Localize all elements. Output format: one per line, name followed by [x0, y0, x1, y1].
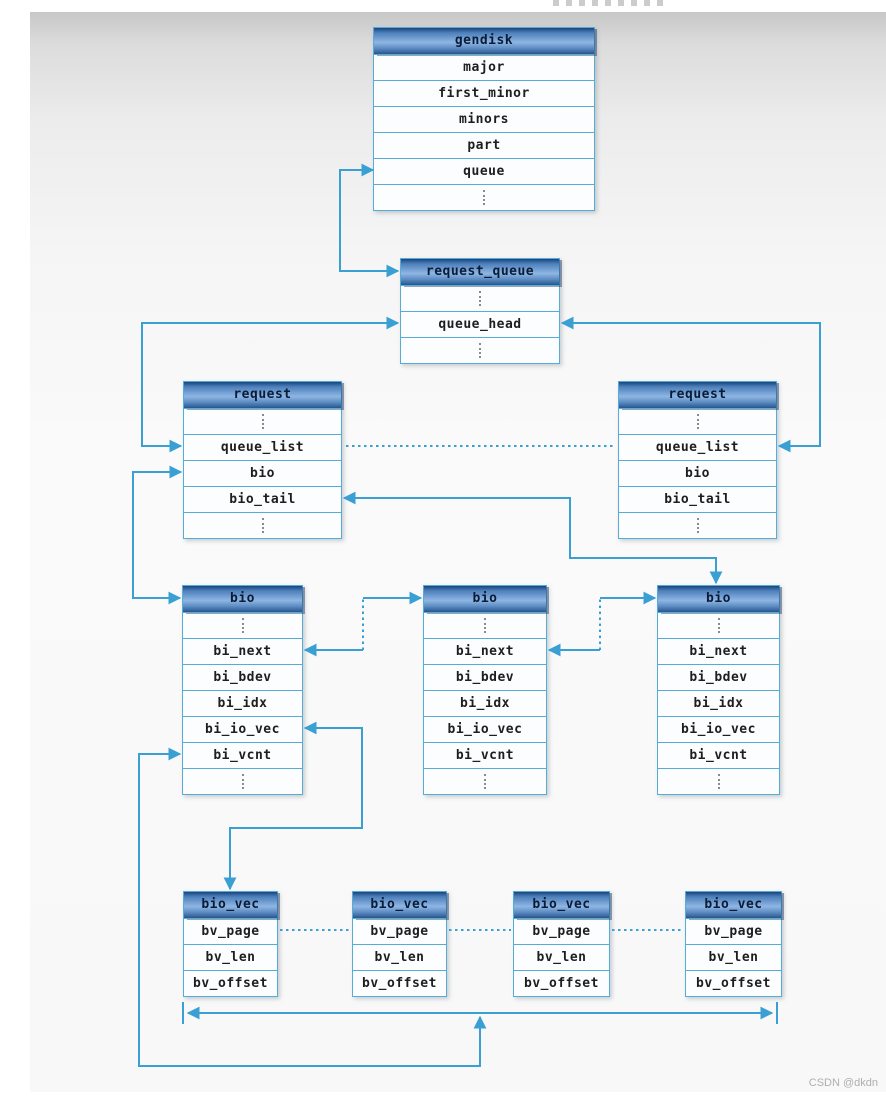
struct-table-bio-vec-3: bio_vec bv_page bv_len bv_offset [513, 891, 610, 997]
field-bi-io-vec: bi_io_vec [424, 716, 546, 742]
ellipsis-row [183, 613, 302, 638]
vertical-ellipsis [479, 291, 481, 306]
vertical-ellipsis [261, 414, 264, 429]
field-bi-vcnt: bi_vcnt [183, 742, 302, 768]
vertical-ellipsis [261, 518, 264, 533]
struct-table-bio-vec-4: bio_vec bv_page bv_len bv_offset [685, 891, 782, 997]
field-bv-page: bv_page [686, 919, 781, 944]
ellipsis-row [424, 768, 546, 794]
vertical-ellipsis [484, 618, 486, 633]
field-queue-list: queue_list [184, 434, 341, 460]
field-bi-io-vec: bi_io_vec [658, 716, 779, 742]
ellipsis-row [401, 286, 559, 311]
ellipsis-row [619, 512, 776, 538]
ellipsis-row [183, 768, 302, 794]
vertical-ellipsis [696, 414, 699, 429]
struct-header-bio-vec: bio_vec [184, 892, 277, 919]
vertical-ellipsis [717, 618, 720, 633]
cropped-text-artifact [553, 0, 665, 6]
struct-table-bio-left: bio bi_next bi_bdev bi_idx bi_io_vec bi_… [182, 585, 303, 795]
struct-header-request: request [619, 382, 776, 409]
struct-table-bio-vec-2: bio_vec bv_page bv_len bv_offset [352, 891, 447, 997]
struct-table-request-queue: request_queue queue_head [400, 258, 560, 364]
struct-table-gendisk: gendisk major first_minor minors part qu… [373, 27, 595, 211]
struct-table-bio-vec-1: bio_vec bv_page bv_len bv_offset [183, 891, 278, 997]
field-bi-next: bi_next [183, 638, 302, 664]
ellipsis-row [374, 184, 594, 210]
field-bi-vcnt: bi_vcnt [424, 742, 546, 768]
field-bi-bdev: bi_bdev [183, 664, 302, 690]
struct-table-bio-middle: bio bi_next bi_bdev bi_idx bi_io_vec bi_… [423, 585, 547, 795]
field-minors: minors [374, 106, 594, 132]
ellipsis-row [658, 768, 779, 794]
field-queue-list: queue_list [619, 434, 776, 460]
field-bv-len: bv_len [686, 944, 781, 970]
field-bi-bdev: bi_bdev [424, 664, 546, 690]
ellipsis-row [184, 512, 341, 538]
ellipsis-row [401, 337, 559, 363]
field-major: major [374, 55, 594, 80]
field-bi-idx: bi_idx [658, 690, 779, 716]
vertical-ellipsis [241, 618, 244, 633]
struct-header-bio-vec: bio_vec [353, 892, 446, 919]
field-bi-idx: bi_idx [183, 690, 302, 716]
field-bv-page: bv_page [353, 919, 446, 944]
field-bv-offset: bv_offset [514, 970, 609, 996]
struct-header-request: request [184, 382, 341, 409]
field-bi-next: bi_next [424, 638, 546, 664]
ellipsis-row [619, 409, 776, 434]
struct-header-bio-vec: bio_vec [686, 892, 781, 919]
field-bio-tail: bio_tail [184, 486, 341, 512]
field-bv-len: bv_len [514, 944, 609, 970]
struct-table-request-right: request queue_list bio bio_tail [618, 381, 777, 539]
ellipsis-row [658, 613, 779, 638]
field-bi-bdev: bi_bdev [658, 664, 779, 690]
field-first-minor: first_minor [374, 80, 594, 106]
struct-header-bio: bio [424, 586, 546, 613]
field-queue-head: queue_head [401, 311, 559, 337]
field-bv-offset: bv_offset [686, 970, 781, 996]
field-bio-tail: bio_tail [619, 486, 776, 512]
field-queue: queue [374, 158, 594, 184]
struct-header-bio: bio [658, 586, 779, 613]
field-bi-io-vec: bi_io_vec [183, 716, 302, 742]
struct-header-request-queue: request_queue [401, 259, 559, 286]
vertical-ellipsis [717, 774, 720, 789]
field-bio: bio [619, 460, 776, 486]
csdn-watermark: CSDN @dkdn [808, 1077, 878, 1089]
struct-header-gendisk: gendisk [374, 28, 594, 55]
vertical-ellipsis [484, 774, 486, 789]
ellipsis-row [184, 409, 341, 434]
struct-header-bio-vec: bio_vec [514, 892, 609, 919]
struct-table-request-left: request queue_list bio bio_tail [183, 381, 342, 539]
struct-table-bio-right: bio bi_next bi_bdev bi_idx bi_io_vec bi_… [657, 585, 780, 795]
field-bi-vcnt: bi_vcnt [658, 742, 779, 768]
vertical-ellipsis [696, 518, 699, 533]
field-bv-offset: bv_offset [184, 970, 277, 996]
field-bio: bio [184, 460, 341, 486]
ellipsis-row [424, 613, 546, 638]
vertical-ellipsis [483, 190, 485, 205]
field-part: part [374, 132, 594, 158]
struct-header-bio: bio [183, 586, 302, 613]
field-bv-page: bv_page [184, 919, 277, 944]
field-bv-len: bv_len [184, 944, 277, 970]
field-bi-next: bi_next [658, 638, 779, 664]
vertical-ellipsis [479, 343, 481, 358]
field-bv-offset: bv_offset [353, 970, 446, 996]
vertical-ellipsis [241, 774, 244, 789]
field-bv-len: bv_len [353, 944, 446, 970]
field-bv-page: bv_page [514, 919, 609, 944]
field-bi-idx: bi_idx [424, 690, 546, 716]
